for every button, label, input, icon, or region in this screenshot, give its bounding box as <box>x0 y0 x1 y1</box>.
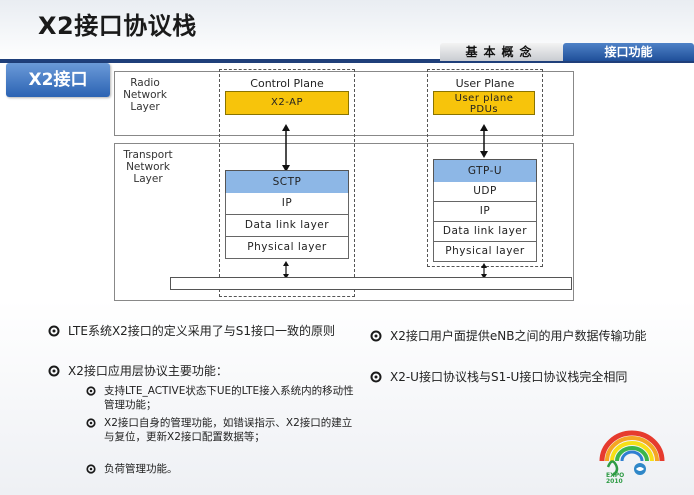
bullet-icon <box>370 371 382 383</box>
radio-network-layer-box <box>114 71 574 136</box>
up-ip-box: IP <box>433 202 537 222</box>
footer-background <box>0 300 694 495</box>
transport-link-bar <box>170 277 572 290</box>
up-datalink-box: Data link layer <box>433 222 537 242</box>
cp-physical-box: Physical layer <box>225 237 349 259</box>
svg-text:EXPO: EXPO <box>606 472 624 479</box>
protocol-stack-diagram: Radio Network Layer Transport Network La… <box>114 69 576 301</box>
transport-network-layer-box <box>114 143 574 301</box>
tab-basic-concepts[interactable]: 基本概念 <box>440 43 563 61</box>
cp-ip-box: IP <box>225 193 349 215</box>
control-plane: Control Plane <box>219 69 355 297</box>
x2-ap-box: X2-AP <box>225 91 349 115</box>
bullet-icon <box>370 330 382 342</box>
gtp-u-box: GTP-U <box>433 159 537 183</box>
page-title: X2接口协议栈 <box>38 12 197 40</box>
section-label: X2接口 <box>6 63 110 97</box>
bullet-icon <box>48 325 60 337</box>
nav-divider <box>0 59 694 63</box>
up-udp-box: UDP <box>433 182 537 202</box>
user-plane-title: User Plane <box>455 77 515 90</box>
control-plane-bottom-arrow <box>283 261 289 279</box>
user-plane-arrow <box>480 124 488 158</box>
up-physical-box: Physical layer <box>433 242 537 262</box>
control-plane-arrow <box>282 124 290 172</box>
transport-layer-label: Transport Network Layer <box>123 149 173 185</box>
bullet-icon <box>48 365 60 377</box>
svg-text:2010: 2010 <box>606 478 623 483</box>
cp-datalink-box: Data link layer <box>225 215 349 237</box>
sctp-box: SCTP <box>225 170 349 194</box>
bullet-icon <box>86 386 96 396</box>
user-plane-bottom-arrow <box>481 263 487 279</box>
user-plane-pdus-box: User plane PDUs <box>433 91 535 115</box>
radio-layer-label: Radio Network Layer <box>123 77 167 113</box>
control-plane-title: Control Plane <box>250 77 324 90</box>
tab-interface-functions[interactable]: 接口功能 <box>563 43 694 61</box>
expo-logo: EXPO 2010 <box>599 430 665 483</box>
bullet-icon <box>86 464 96 474</box>
bullet-icon <box>86 418 96 428</box>
nav-bar: 基本概念 接口功能 <box>0 43 694 63</box>
